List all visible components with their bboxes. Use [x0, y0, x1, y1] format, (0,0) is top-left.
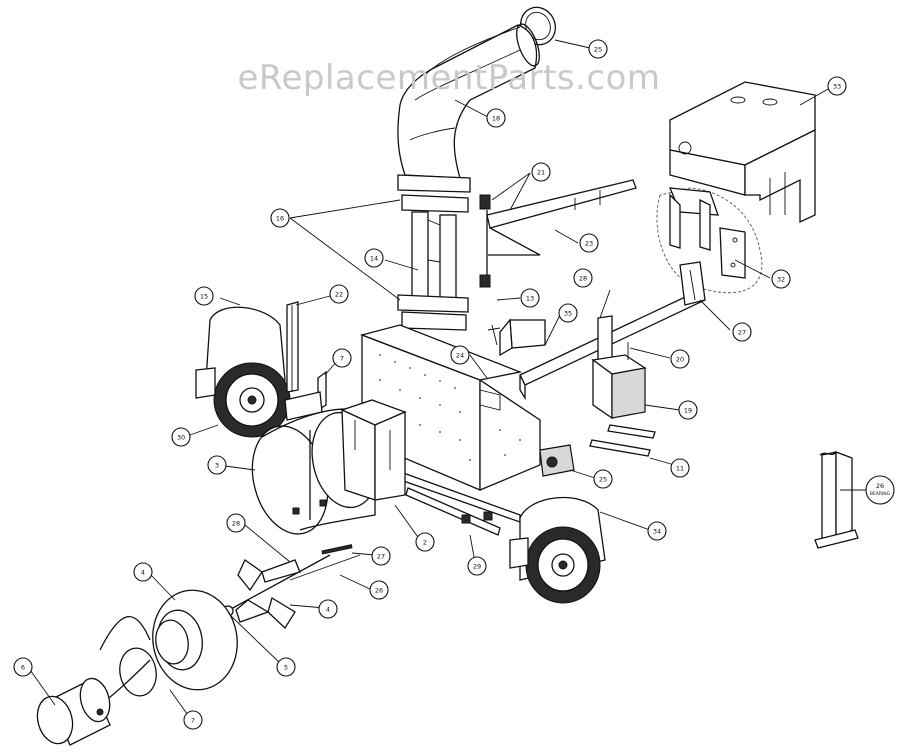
svg-text:32: 32 — [777, 276, 785, 284]
callout-11: 11 — [670, 458, 690, 478]
left-wheel-assembly — [195, 306, 291, 438]
axle — [405, 487, 501, 536]
callout-26-right: 26 BEARING — [865, 475, 895, 505]
engine-hood — [669, 81, 816, 224]
crane-arm — [479, 179, 637, 288]
svg-text:25: 25 — [594, 46, 602, 54]
svg-text:35: 35 — [564, 310, 572, 318]
svg-text:25: 25 — [599, 476, 607, 484]
svg-text:15: 15 — [200, 293, 208, 301]
watermark-text: eReplacementParts.com — [237, 58, 661, 98]
leader-lines — [27, 39, 870, 719]
cylinder-tank — [36, 677, 111, 746]
callout-24: 24 — [450, 345, 470, 365]
svg-text:7: 7 — [191, 717, 195, 725]
svg-text:21: 21 — [537, 169, 545, 177]
callout-16-left: 16 — [270, 208, 290, 228]
svg-text:2: 2 — [423, 539, 427, 547]
svg-text:29: 29 — [473, 563, 481, 571]
battery-box — [591, 342, 647, 420]
rotor-blades — [219, 554, 331, 630]
callout-6: 6 — [13, 657, 33, 677]
callout-20: 20 — [670, 349, 690, 369]
chute-stand — [397, 174, 471, 331]
svg-text:16: 16 — [276, 215, 284, 223]
callout-2: 2 — [415, 532, 435, 552]
engine-mount-plates — [656, 187, 763, 294]
svg-text:19: 19 — [684, 407, 692, 415]
callout-13: 13 — [520, 288, 540, 308]
callout-30: 30 — [171, 427, 191, 447]
svg-text:20: 20 — [676, 356, 684, 364]
callout-28-top: 28 — [573, 268, 593, 288]
svg-text:28: 28 — [232, 520, 240, 528]
svg-text:24: 24 — [456, 352, 464, 360]
callout-19: 19 — [678, 400, 698, 420]
callout-27-right: 27 — [732, 322, 752, 342]
discharge-chute — [397, 23, 540, 179]
callout-8: 7 — [183, 710, 203, 730]
cone-shroud — [152, 589, 238, 691]
callout-25-top: 25 — [588, 39, 608, 59]
callout-26: 26 — [369, 580, 389, 600]
svg-text:23: 23 — [585, 240, 593, 248]
callout-18: 18 — [486, 108, 506, 128]
upright-bar — [286, 301, 299, 393]
svg-text:3: 3 — [215, 462, 219, 470]
callout-3: 3 — [207, 455, 227, 475]
callout-34: 34 — [647, 521, 667, 541]
callout-4-lower: 4 — [318, 599, 338, 619]
svg-text:22: 22 — [335, 291, 343, 299]
callout-14: 14 — [364, 248, 384, 268]
callout-23: 23 — [579, 233, 599, 253]
svg-text:4: 4 — [326, 606, 330, 614]
right-wheel-assembly — [509, 496, 606, 604]
svg-text:7: 7 — [340, 355, 344, 363]
svg-text:4: 4 — [141, 569, 145, 577]
svg-text:30: 30 — [177, 434, 185, 442]
svg-text:27: 27 — [377, 553, 385, 561]
callout-35: 35 — [558, 303, 578, 323]
infeed-housing — [340, 399, 407, 501]
callout-29: 29 — [467, 556, 487, 576]
svg-text:28: 28 — [579, 275, 587, 283]
axle-clamp — [539, 444, 575, 477]
callout-32: 32 — [771, 269, 791, 289]
svg-text:34: 34 — [653, 528, 661, 536]
svg-text:6: 6 — [21, 664, 25, 672]
svg-text:14: 14 — [370, 255, 378, 263]
small-bar-11 — [589, 424, 656, 457]
svg-text:26: 26 — [876, 482, 884, 490]
callout-21: 21 — [531, 162, 551, 182]
svg-text:11: 11 — [676, 465, 684, 473]
callout-7-upper: 7 — [332, 348, 352, 368]
callout-25-lower: 25 — [593, 469, 613, 489]
callout-bubbles: 25 18 33 21 16 23 32 14 28 15 22 27 13 3… — [13, 39, 895, 730]
jack-stand — [814, 451, 859, 549]
callout-22: 22 — [329, 284, 349, 304]
svg-text:27: 27 — [738, 329, 746, 337]
callout-33: 33 — [827, 76, 847, 96]
svg-text:33: 33 — [833, 83, 841, 91]
callout-5: 5 — [276, 657, 296, 677]
callout-28-lower: 28 — [226, 513, 246, 533]
svg-text:26: 26 — [375, 587, 383, 595]
bracket-7 — [284, 370, 327, 421]
svg-text:BEARING: BEARING — [870, 491, 891, 497]
callout-4-upper: 4 — [133, 562, 153, 582]
svg-text:13: 13 — [526, 295, 534, 303]
drive-shaft — [289, 544, 361, 581]
small-brackets — [487, 318, 546, 357]
svg-text:18: 18 — [492, 115, 500, 123]
hose-clamp — [99, 616, 157, 706]
svg-text:5: 5 — [284, 664, 288, 672]
callout-27-lower: 27 — [371, 546, 391, 566]
tongue-beam — [519, 261, 706, 401]
callout-15: 15 — [194, 286, 214, 306]
